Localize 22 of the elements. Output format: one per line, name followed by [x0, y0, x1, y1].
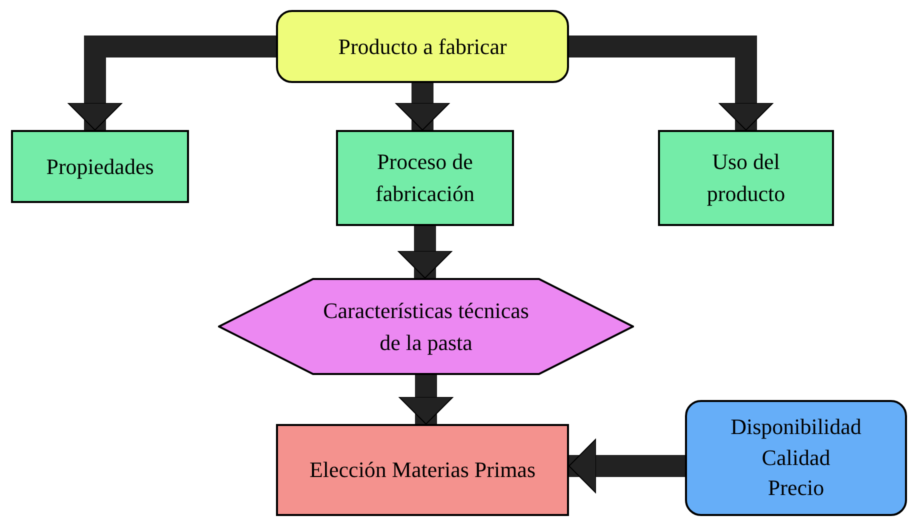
usage-box [658, 130, 834, 226]
node-label: Características técnicas de la pasta [322, 296, 530, 357]
selection-box [276, 424, 569, 516]
arrow [398, 226, 452, 278]
node-label: Precio [768, 474, 824, 502]
arrow [568, 438, 685, 494]
property-box [11, 130, 189, 203]
node-label: Propiedades [46, 152, 154, 181]
product-box [276, 10, 569, 83]
arrow [68, 36, 276, 130]
node-label: Uso del producto [706, 148, 786, 208]
node-label: Producto a fabricar [338, 32, 507, 61]
arrow [569, 36, 774, 130]
arrow [395, 83, 450, 130]
process-box [336, 130, 514, 226]
criteria-box [685, 400, 907, 516]
arrow [398, 375, 454, 424]
node-label: Calidad [762, 444, 830, 472]
node-label: Disponibilidad [730, 412, 862, 441]
characteristics-hexagon [218, 278, 634, 375]
node-label: Proceso de fabricación [374, 148, 476, 208]
node-label: Elección Materias Primas [309, 456, 536, 484]
